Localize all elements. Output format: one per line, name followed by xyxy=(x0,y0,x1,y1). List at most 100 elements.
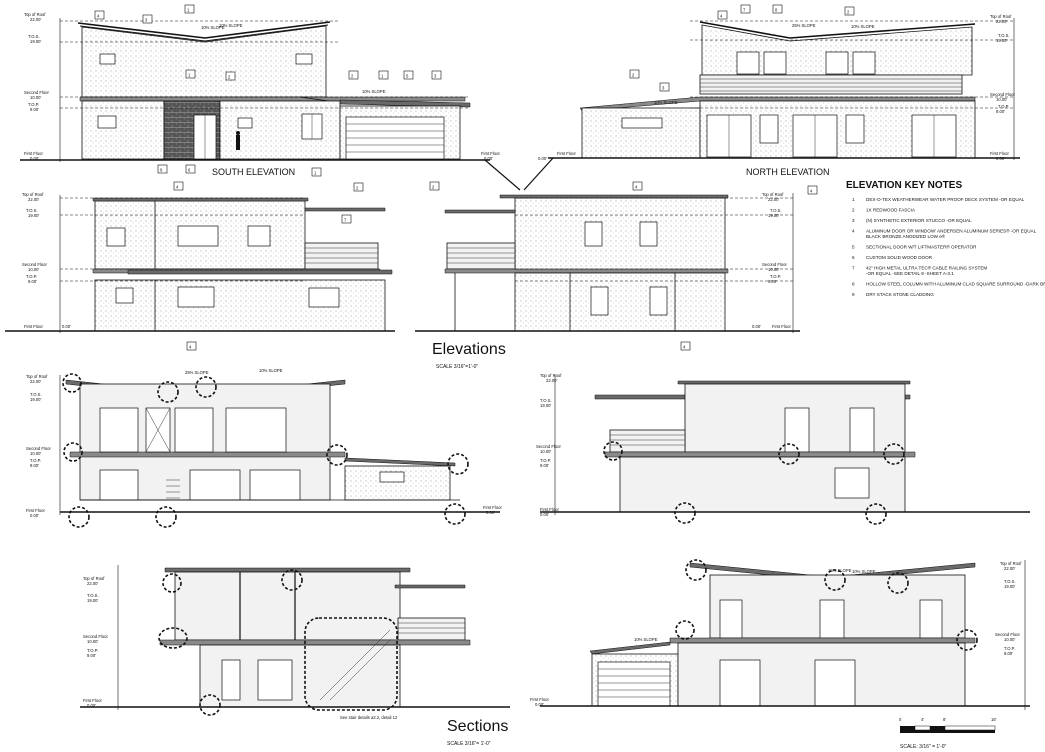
level-elev: 19.00' xyxy=(540,403,551,408)
svg-text:1: 1 xyxy=(381,74,384,79)
level-label: T.O.S. xyxy=(26,208,38,213)
west-elevation: 412 74 Top of Roof 22.00' T.O.S. 19.00' … xyxy=(5,167,395,351)
level-elev: 10.00' xyxy=(768,267,779,272)
level-elev: 22.00' xyxy=(996,19,1007,24)
level-elev: 10.00' xyxy=(1004,637,1015,642)
slope-label: 10% SLOPE xyxy=(219,23,243,28)
sections-scale: SCALE 3/16"= 1'-0" xyxy=(447,741,491,747)
level-elev: 19.00' xyxy=(28,213,39,218)
section-d: 15% SLOPE 10% SLOPE 10% SLOPE Top of Roo… xyxy=(530,559,1030,710)
slope-label: 10% SLOPE xyxy=(362,89,386,94)
level-elev: 22.00' xyxy=(87,581,98,586)
svg-text:4: 4 xyxy=(176,185,179,190)
level-elev: 0.00' xyxy=(540,512,549,517)
level-label: T.O.S. xyxy=(1004,579,1016,584)
north-elevation-label: NORTH ELEVATION xyxy=(746,167,830,177)
level-label: T.O.P. xyxy=(770,274,781,279)
svg-text:4: 4 xyxy=(810,189,813,194)
bar-scale-tick: 4' xyxy=(921,717,924,722)
svg-text:5: 5 xyxy=(406,74,409,79)
svg-text:2: 2 xyxy=(632,73,635,78)
level-elev: 0.00' xyxy=(30,513,39,518)
level-elev: 22.00' xyxy=(546,378,557,383)
level-elev: 0.00' xyxy=(996,156,1005,161)
level-elev: 9.00' xyxy=(30,463,39,468)
key-note-number: 7 xyxy=(852,266,855,271)
level-label: First Floor xyxy=(990,151,1009,156)
level-label: T.O.P. xyxy=(87,648,98,653)
level-label: Top of Roof xyxy=(24,12,46,17)
level-label: T.O.S. xyxy=(540,398,552,403)
key-note-text: DRY STACK STONE CLADDING xyxy=(866,292,934,297)
sections-title: Sections xyxy=(447,718,508,735)
svg-text:1: 1 xyxy=(188,73,191,78)
svg-text:3: 3 xyxy=(145,18,148,23)
key-note-number: 2 xyxy=(852,208,855,213)
level-label: Top of Roof xyxy=(540,373,562,378)
level-elev: 19.00' xyxy=(30,397,41,402)
level-label: Second Floor xyxy=(995,632,1021,637)
level-label: T.O.P. xyxy=(540,458,551,463)
section-b: Top of Roof 22.00' T.O.S. 19.00' Second … xyxy=(536,373,1030,525)
level-label: First Floor xyxy=(26,508,45,513)
level-elev: 22.00' xyxy=(768,197,779,202)
bar-scale-tick: 16' xyxy=(991,717,997,722)
key-note-number: 6 xyxy=(852,255,855,260)
level-elev: 0.00' xyxy=(62,324,71,329)
key-note-number: 3 xyxy=(852,218,855,223)
level-elev: 0.00' xyxy=(30,156,39,161)
level-elev: 22.00' xyxy=(30,17,41,22)
svg-text:9: 9 xyxy=(160,168,163,173)
level-label: T.O.S. xyxy=(998,33,1010,38)
level-elev: 19.00' xyxy=(996,38,1007,43)
level-elev: 10.00' xyxy=(87,639,98,644)
level-label: First Floor xyxy=(481,151,500,156)
key-note-text: -OR EQUAL -SEE DETAIL 9 -SHEET A-3.1 xyxy=(866,271,954,276)
level-label: T.O.S. xyxy=(770,208,782,213)
level-elev: 10.00' xyxy=(28,267,39,272)
key-note-text: CUSTOM SOLID WOOD DOOR xyxy=(866,255,933,260)
level-label: T.O.S. xyxy=(28,34,40,39)
level-label: T.O.P. xyxy=(26,274,37,279)
level-label: Top of Roof xyxy=(990,14,1012,19)
level-label: Second Floor xyxy=(990,92,1016,97)
level-elev: 0.00' xyxy=(484,156,493,161)
key-note-number: 4 xyxy=(852,229,855,234)
svg-text:4: 4 xyxy=(189,345,192,350)
level-label: Top of Roof xyxy=(26,374,48,379)
svg-text:6: 6 xyxy=(188,168,191,173)
key-note-text: ALUMINUM DOOR OR WINDOW' ANDERSEN ALUMIN… xyxy=(866,228,1037,234)
key-note-text: 42" HIGH METAL ULTRA TEC® CABLE RAILING … xyxy=(866,265,987,271)
svg-text:2: 2 xyxy=(351,74,354,79)
slope-label: 10% SLOPE xyxy=(852,569,876,574)
bar-scale-tick: 0 xyxy=(899,717,902,722)
svg-text:7: 7 xyxy=(743,8,746,13)
level-label: Second Floor xyxy=(762,262,788,267)
level-elev: 9.00' xyxy=(768,279,777,284)
level-elev: 0.00' xyxy=(486,510,495,515)
level-label: First Floor xyxy=(483,505,502,510)
level-label: T.O.P. xyxy=(1004,646,1015,651)
slope-label: 10% SLOPE xyxy=(201,25,225,30)
slope-label: 10% SLOPE xyxy=(634,637,658,642)
level-elev: 10.00' xyxy=(30,95,41,100)
level-label: T.O.P. xyxy=(998,104,1009,109)
key-note-text: HOLLOW STEEL COLUMN WITH ALUMINUM CLAD S… xyxy=(866,282,1045,287)
level-label: First Floor xyxy=(83,698,102,703)
svg-text:2: 2 xyxy=(228,75,231,80)
svg-text:4: 4 xyxy=(683,345,686,350)
key-note-text: BLACK BRONZE ANODIZED LOW e® xyxy=(866,233,946,239)
level-label: First Floor xyxy=(557,151,576,156)
svg-text:4: 4 xyxy=(635,185,638,190)
svg-text:2: 2 xyxy=(847,10,850,15)
level-label: Top of Roof xyxy=(22,192,44,197)
level-label: First Floor xyxy=(24,151,43,156)
key-note-text: (N) SYNTHETIC EXTERIOR STUCCO -OR EQUAL xyxy=(866,218,972,223)
level-label: T.O.P. xyxy=(28,102,39,107)
svg-text:3: 3 xyxy=(434,74,437,79)
key-notes-title: ELEVATION KEY NOTES xyxy=(846,180,962,191)
